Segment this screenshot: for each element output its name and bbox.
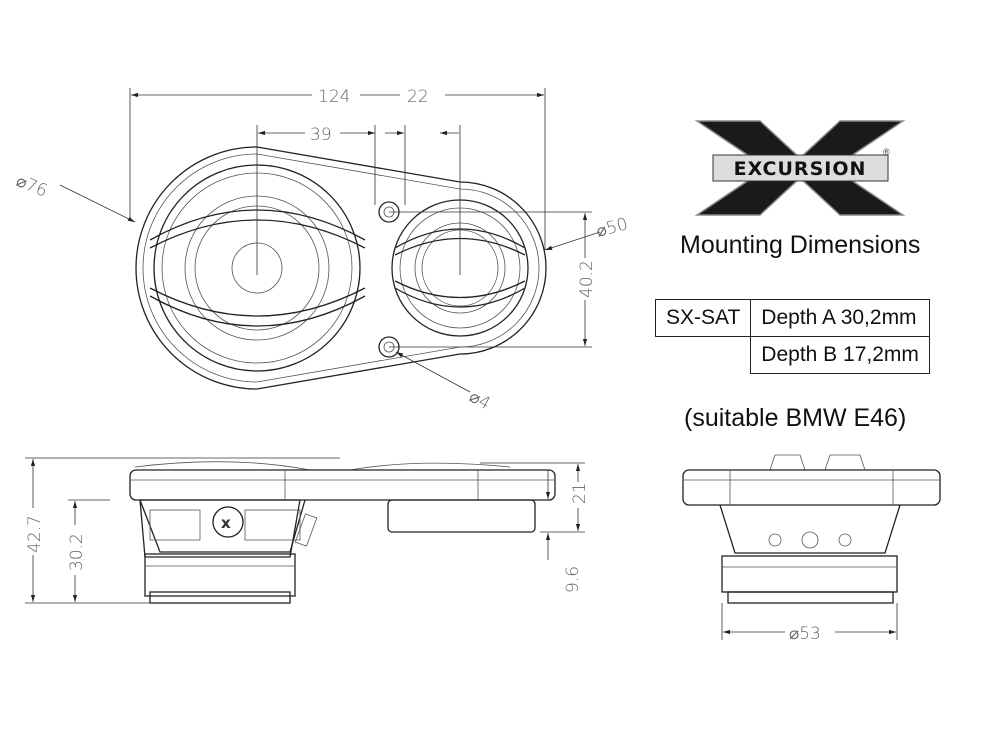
dim-21: 21 (570, 482, 590, 504)
logo-badge (212, 506, 244, 538)
housing-outline (135, 146, 547, 390)
depth-a-cell: Depth A 30,2mm (750, 299, 930, 337)
side-view: x 42.7 30.2 21 9.6 (25, 457, 590, 604)
flange (129, 469, 556, 501)
dim-30-2: 30.2 (67, 533, 87, 571)
dim-diameter-50: ⌀50 (594, 214, 630, 242)
dim-diameter-4: ⌀4 (466, 387, 494, 415)
compatibility-note: (suitable BMW E46) (684, 404, 907, 432)
end-view: ⌀53 (682, 454, 941, 644)
dim-9-6: 9.6 (563, 566, 583, 593)
magnet-end (721, 555, 898, 593)
dim-40-2: 40.2 (577, 260, 597, 298)
top-view: 124 22 39 ⌀76 ⌀50 40.2 ⌀4 (13, 87, 630, 414)
page-title: Mounting Dimensions (680, 231, 921, 259)
dim-diameter-53: ⌀53 (789, 624, 821, 644)
tweeter-body (387, 499, 536, 533)
dim-124: 124 (318, 87, 350, 107)
dim-42-7: 42.7 (25, 515, 45, 553)
spec-table: SX-SAT Depth A 30,2mm Depth B 17,2mm (654, 299, 930, 374)
logo-text: EXCURSION (734, 158, 867, 180)
excursion-logo: EXCURSION ® (694, 120, 906, 216)
flange-end (682, 469, 941, 506)
dim-39: 39 (310, 125, 332, 145)
model-cell: SX-SAT (654, 299, 752, 337)
dim-22: 22 (407, 87, 429, 107)
registered-mark: ® (883, 147, 890, 157)
empty-cell (656, 337, 751, 374)
dim-diameter-76: ⌀76 (13, 171, 50, 201)
basket-end (719, 504, 901, 554)
depth-b-cell: Depth B 17,2mm (750, 336, 930, 374)
magnet (144, 553, 296, 597)
svg-text:x: x (221, 514, 231, 532)
